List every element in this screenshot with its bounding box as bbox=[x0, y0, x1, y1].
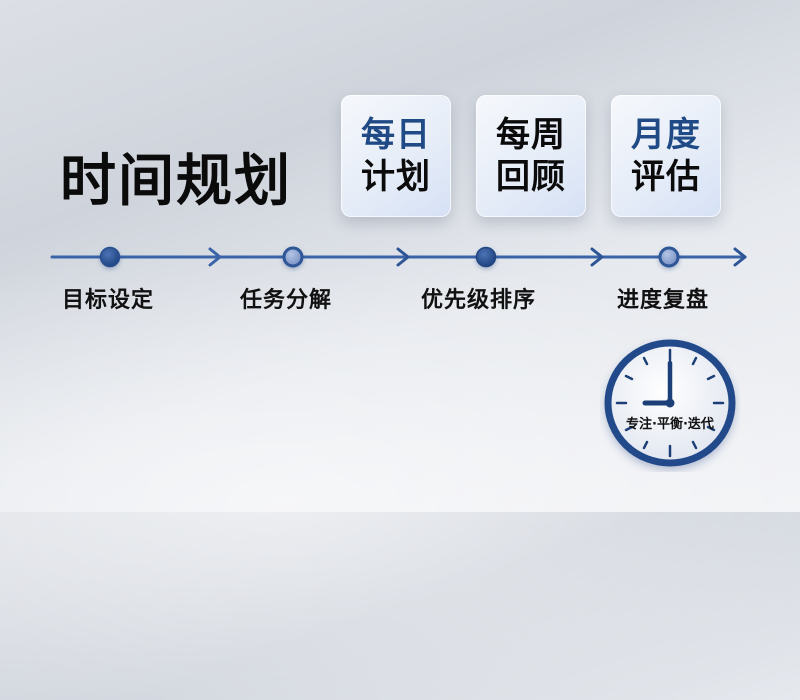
card-line2: 回顾 bbox=[496, 157, 566, 197]
stage-prioritization: 优先级排序 bbox=[421, 288, 537, 313]
card-line2: 评估 bbox=[631, 157, 701, 197]
card-line2: 计划 bbox=[361, 157, 431, 197]
page-title: 时间规划 bbox=[60, 149, 292, 214]
clock-caption: 专注·平衡·迭代 bbox=[626, 417, 714, 432]
card-line1: 每日 bbox=[361, 115, 431, 155]
stage-goal-setting: 目标设定 bbox=[62, 288, 155, 313]
card-line1: 月度 bbox=[631, 115, 701, 155]
card-weekly-review: 每周 回顾 bbox=[476, 95, 586, 217]
card-monthly-evaluation: 月度 评估 bbox=[611, 95, 721, 217]
timeline-line bbox=[50, 246, 747, 268]
card-line1: 每周 bbox=[496, 115, 566, 155]
clock-icon: 专注·平衡·迭代 bbox=[600, 336, 740, 472]
stage-progress-review: 进度复盘 bbox=[617, 288, 710, 313]
stage-task-breakdown: 任务分解 bbox=[240, 288, 333, 313]
timeline bbox=[0, 238, 800, 278]
card-daily-plan: 每日 计划 bbox=[341, 95, 451, 217]
